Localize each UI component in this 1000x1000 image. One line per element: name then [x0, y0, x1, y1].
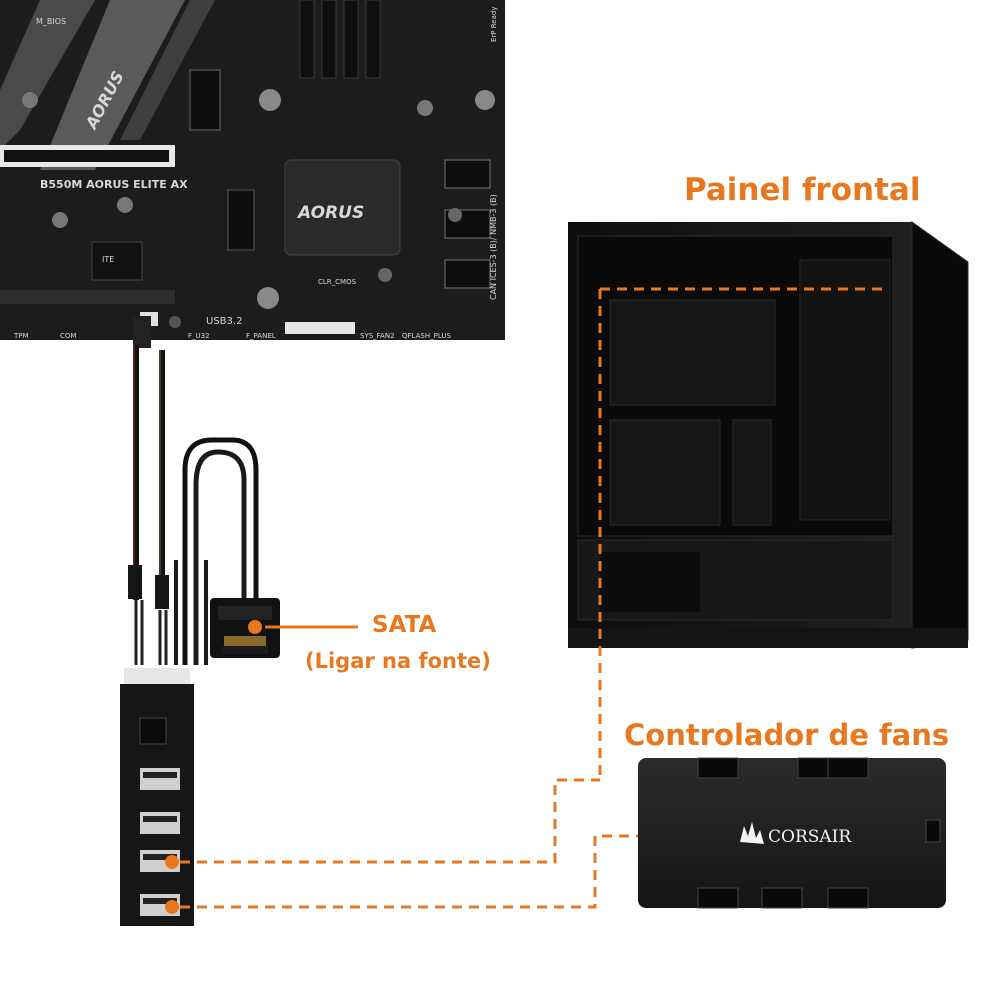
- silk-cert: CAN ICES-3 (B)/ NMB-3 (B): [489, 194, 498, 300]
- silk-com: COM: [60, 332, 76, 340]
- chipset-brand-text: AORUS: [296, 203, 364, 223]
- silk-tpm: TPM: [13, 332, 29, 340]
- connection-lines: [180, 287, 882, 909]
- silk-mbios: M_BIOS: [36, 17, 66, 26]
- pc-case: [568, 221, 969, 649]
- silk-sysfan: SYS_FAN2: [360, 332, 395, 340]
- corsair-sails-icon: [740, 822, 764, 844]
- fan-controller-label: Controlador de fans: [624, 718, 950, 752]
- motherboard: M_BIOS B550M AORUS ELITE AX AORUS AORUS …: [0, 0, 505, 340]
- silk-fpanel: F_PANEL: [246, 332, 276, 340]
- connection-dots: [165, 620, 262, 914]
- usb-hub-board: [120, 668, 194, 926]
- sata-label: SATA: [372, 612, 437, 638]
- front-panel-label: Painel frontal: [684, 172, 921, 208]
- sata-sub-label: (Ligar na fonte): [305, 649, 491, 673]
- fan-controller: CORSAIR: [638, 757, 946, 909]
- silk-clrcmos: CLR_CMOS: [318, 278, 357, 286]
- usb-port-to-case-line: [180, 778, 600, 864]
- silk-erp: ErP Ready: [490, 7, 498, 42]
- sata-power-cable: [174, 437, 259, 665]
- silk-ite: ITE: [102, 255, 114, 264]
- usb-header-cables: [128, 316, 169, 665]
- silk-usb: USB3.2: [206, 316, 242, 327]
- board-model-text: B550M AORUS ELITE AX: [40, 178, 188, 191]
- controller-brand-text: CORSAIR: [768, 827, 852, 847]
- usb-port-to-controller-line: [180, 834, 638, 909]
- silk-qflash: QFLASH_PLUS: [402, 332, 451, 340]
- silk-fusb: F_U32: [188, 332, 210, 340]
- sata-connector: [210, 598, 280, 658]
